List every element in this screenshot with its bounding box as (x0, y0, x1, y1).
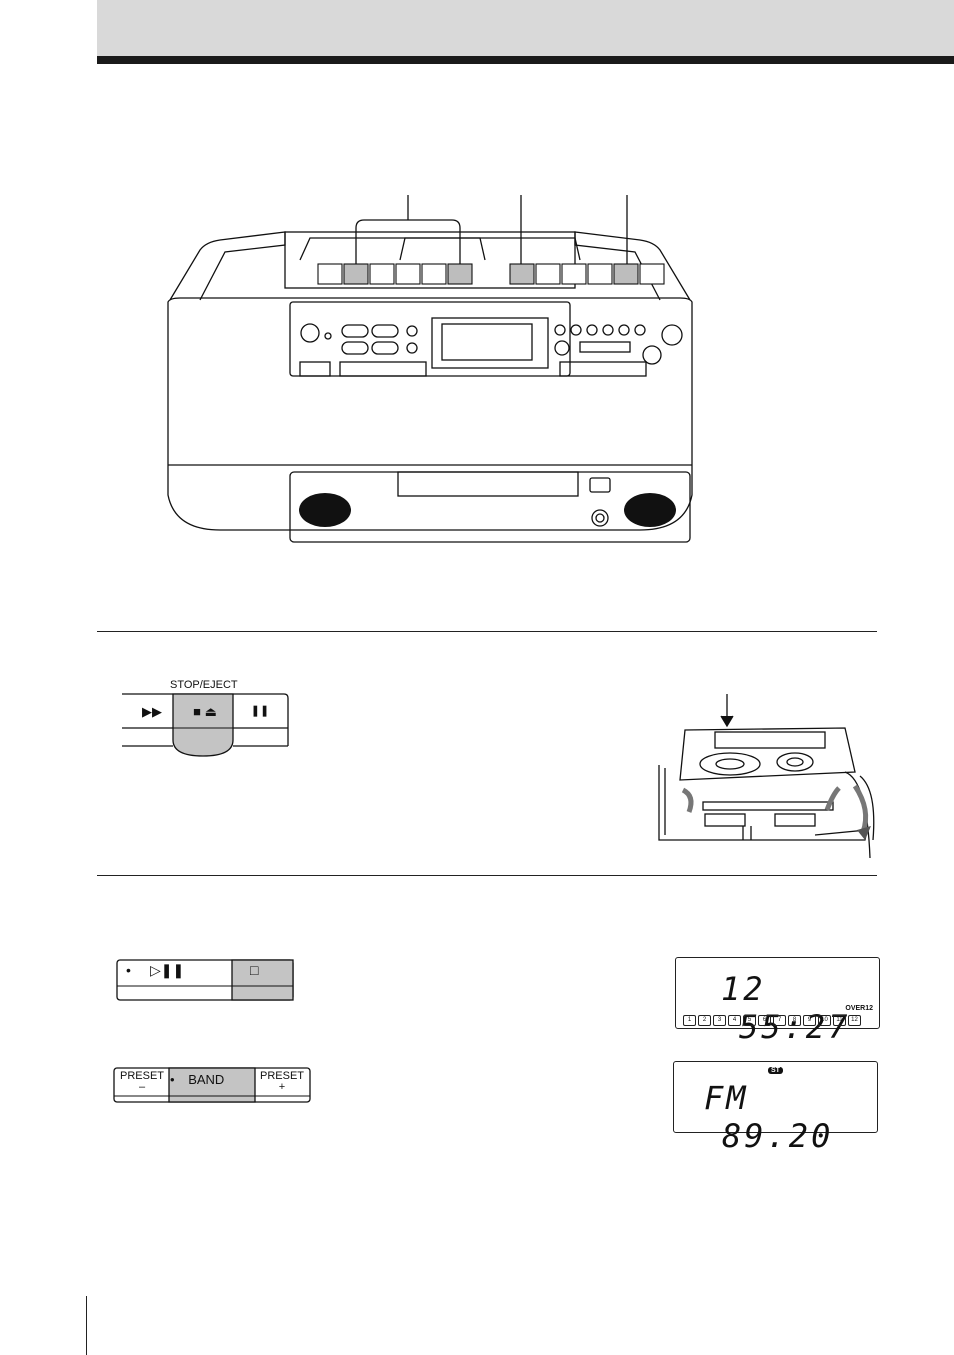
frequency-readout: 89.20 (722, 1117, 834, 1155)
track-number: 12 (848, 1015, 861, 1026)
track-number: 1 (683, 1015, 696, 1026)
track-number: 8 (788, 1015, 801, 1026)
stop-button[interactable]: □ (250, 962, 280, 978)
cd-time-readout: 55:27 (739, 1008, 851, 1046)
over-label: OVER12 (845, 1005, 873, 1012)
pause-button[interactable]: ❚❚ (240, 704, 280, 717)
fast-forward-icon: ▶▶ (142, 704, 162, 719)
boombox-illustration (167, 195, 693, 543)
band-label: BAND (188, 1072, 225, 1087)
preset-plus-button[interactable]: PRESET + (256, 1071, 308, 1093)
stop-eject-button[interactable]: ■ ⏏ (178, 704, 232, 720)
pause-icon: ❚❚ (250, 705, 270, 717)
track-number: 11 (833, 1015, 846, 1026)
track-number: 5 (743, 1015, 756, 1026)
tuner-display: ST FM 89.20 (673, 1061, 878, 1155)
section-divider-top (97, 631, 877, 632)
track-number: 4 (728, 1015, 741, 1026)
band-readout: FM (704, 1079, 749, 1117)
stop-eject-panel (122, 693, 289, 757)
cd-track-readout: 12 (721, 970, 766, 1008)
track-number: 9 (803, 1015, 816, 1026)
cd-display: 12 55:27 OVER12 1 2 3 4 5 6 7 8 9 10 11 … (675, 957, 880, 1046)
stop-icon: □ (250, 962, 259, 978)
band-button[interactable]: • BAND (170, 1072, 256, 1087)
stop-eject-label: STOP/EJECT (170, 679, 238, 691)
track-number: 3 (713, 1015, 726, 1026)
play-pause-icon: ▷❚❚ (150, 962, 185, 978)
fast-forward-button[interactable]: ▶▶ (132, 704, 172, 720)
track-number: 2 (698, 1015, 711, 1026)
stop-eject-icon: ■ ⏏ (193, 704, 217, 719)
preset-plus-label: PRESET (259, 1070, 304, 1082)
track-number: 6 (758, 1015, 771, 1026)
record-dot: • (126, 962, 131, 978)
stereo-badge: ST (768, 1067, 783, 1074)
page-edge-rule (86, 1296, 87, 1355)
track-number: 10 (818, 1015, 831, 1026)
preset-minus-label: PRESET (119, 1070, 164, 1082)
header-band (97, 0, 954, 56)
play-stop-panel (116, 959, 294, 1001)
cassette-insert-illustration (658, 694, 875, 859)
tuner-panel (113, 1067, 311, 1103)
track-number-row: 1 2 3 4 5 6 7 8 9 10 11 12 (683, 1015, 861, 1026)
play-pause-button[interactable]: ▷❚❚ (150, 962, 210, 979)
preset-plus-sign: + (278, 1081, 286, 1093)
track-number: 7 (773, 1015, 786, 1026)
preset-minus-button[interactable]: PRESET – (116, 1071, 168, 1093)
band-dot: • (170, 1072, 175, 1087)
header-rule (97, 56, 954, 64)
section-divider-bottom (97, 875, 877, 876)
preset-minus-sign: – (138, 1081, 146, 1093)
